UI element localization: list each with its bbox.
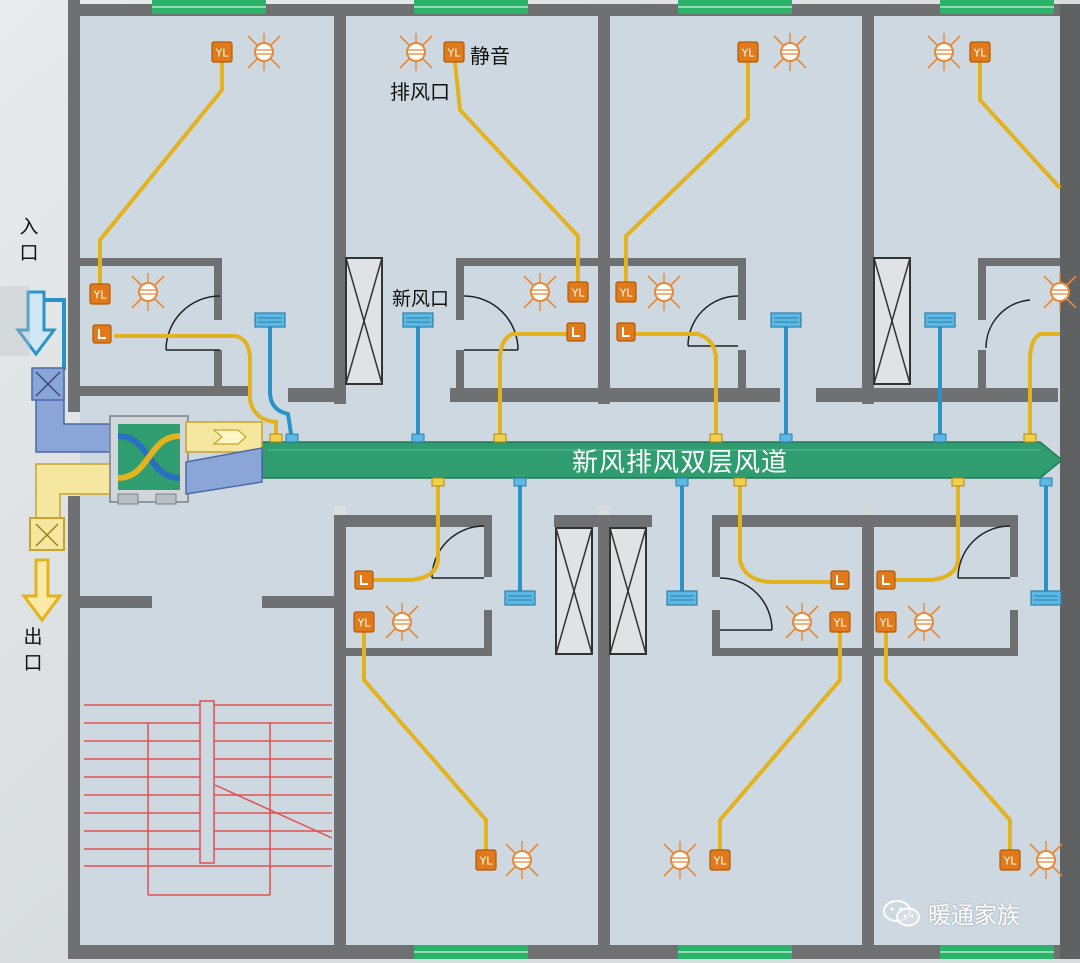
elevator-shaft [345,257,383,385]
air-valve-icon [616,322,636,342]
exhaust-fan-icon [443,41,465,63]
exhaust-fan-icon [709,849,731,871]
watermark: 暖通家族 [882,896,1020,930]
mute-label: 静音 [470,44,510,68]
exit-arrow [21,558,63,623]
duct-ports [285,433,1053,487]
exhaust-fan-icon [737,41,759,63]
watermark-text: 暖通家族 [928,903,1020,929]
exhaust-fan-icon [475,849,497,871]
exhaust-grille-icon [924,312,956,328]
fresh-air-pipes [98,51,1062,860]
exhaust-fan-icon [615,281,637,303]
exhaust-fan-icon [211,41,233,63]
air-valve-icon [566,322,586,342]
doors [165,295,1031,631]
exhaust-fan-icon [969,41,991,63]
exit-label: 出口 [23,626,43,674]
exhaust-grille-icon [254,312,286,328]
entrance-label: 入口 [19,216,39,264]
heat-recovery-unit [29,367,263,551]
exhaust-grille-icon [770,312,802,328]
exhaust-grille-icon [504,590,536,606]
rooms [80,16,1060,945]
exhaust-pipes [40,298,1048,598]
air-valve-icon [876,570,896,590]
exhaust-fan-icon [353,611,375,633]
exhaust-outlet-label: 排风口 [390,80,450,104]
air-valve-icon [830,570,850,590]
wechat-icon [883,900,920,927]
elevator-shaft [609,527,647,655]
elevator-shaft [555,527,593,655]
air-valve-icon [354,570,374,590]
entrance-arrow [15,290,57,357]
exhaust-grille-icon [1030,590,1062,606]
duct-label: 新风排风双层风道 [571,448,788,478]
air-valve-icon [92,324,112,344]
walls [68,0,1080,959]
exhaust-fan-icon [567,281,589,303]
fresh-air-outlet-label: 新风口 [392,288,450,310]
exhaust-fan-icon [999,849,1021,871]
exhaust-grille-icon [666,590,698,606]
exhaust-fan-icon [829,611,851,633]
exhaust-grille-icon [402,312,434,328]
exhaust-fan-icon [875,611,897,633]
elevator-shaft [873,257,911,385]
exhaust-fan-icon [89,283,111,305]
